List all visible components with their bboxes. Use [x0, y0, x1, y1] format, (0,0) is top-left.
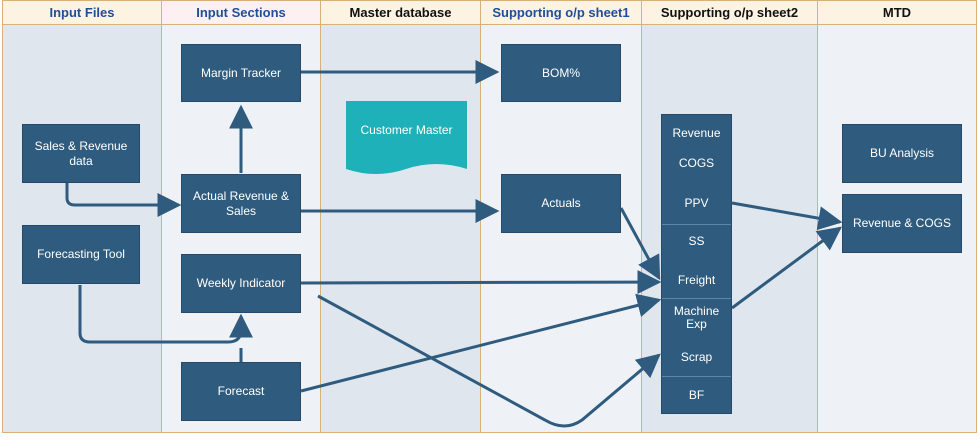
edge-forecast-to-stack — [300, 293, 662, 393]
node-customer-master[interactable]: Customer Master — [346, 101, 467, 179]
stack-item-ss[interactable]: SS — [688, 234, 705, 248]
lane-title: Supporting o/p sheet1 — [481, 1, 641, 25]
lane-title: Supporting o/p sheet2 — [642, 1, 817, 25]
node-cost-components-stack[interactable]: Revenue COGS PPV SS Freight Machine Exp … — [661, 114, 732, 414]
stack-item-freight[interactable]: Freight — [677, 273, 716, 287]
stack-item-machine-exp[interactable]: Machine Exp — [673, 304, 720, 331]
node-forecast[interactable]: Forecast — [181, 362, 301, 421]
node-revenue-cogs[interactable]: Revenue & COGS — [842, 194, 962, 253]
edge-ppv-to-revenue — [731, 201, 843, 231]
document-shape — [346, 101, 467, 174]
node-weekly-indicator[interactable]: Weekly Indicator — [181, 254, 301, 313]
node-actual-revenue-sales[interactable]: Actual Revenue & Sales — [181, 174, 301, 233]
stack-divider — [662, 376, 731, 377]
customer-master-label: Customer Master — [360, 123, 453, 137]
lane-input-files: Input Files — [2, 0, 162, 433]
edge-machine-to-revenue — [731, 226, 842, 310]
node-sales-revenue-data[interactable]: Sales & Revenue data — [22, 124, 140, 183]
lane-title: MTD — [818, 1, 976, 25]
stack-item-ppv[interactable]: PPV — [684, 196, 709, 210]
lane-title: Master database — [321, 1, 480, 25]
node-actuals[interactable]: Actuals — [501, 174, 621, 233]
node-bom-percent[interactable]: BOM% — [501, 44, 621, 102]
stack-item-revenue[interactable]: Revenue — [672, 126, 721, 140]
node-bu-analysis[interactable]: BU Analysis — [842, 124, 962, 183]
lane-title: Input Sections — [162, 1, 320, 25]
edge-weekly-to-stack-loop — [317, 294, 661, 428]
stack-divider — [662, 298, 731, 299]
stack-item-cogs[interactable]: COGS — [678, 156, 715, 170]
node-forecasting-tool[interactable]: Forecasting Tool — [22, 225, 140, 284]
edge-actuals-to-stack — [619, 207, 661, 281]
edge-weekly-to-stack — [300, 270, 662, 295]
edge-sales-to-actual — [65, 183, 182, 217]
stack-item-scrap[interactable]: Scrap — [680, 350, 713, 364]
node-margin-tracker[interactable]: Margin Tracker — [181, 44, 301, 102]
lane-title: Input Files — [3, 1, 161, 25]
stack-item-bf[interactable]: BF — [688, 388, 705, 402]
edge-forecasttool-to-weekly — [78, 285, 253, 344]
stack-divider — [662, 224, 731, 225]
